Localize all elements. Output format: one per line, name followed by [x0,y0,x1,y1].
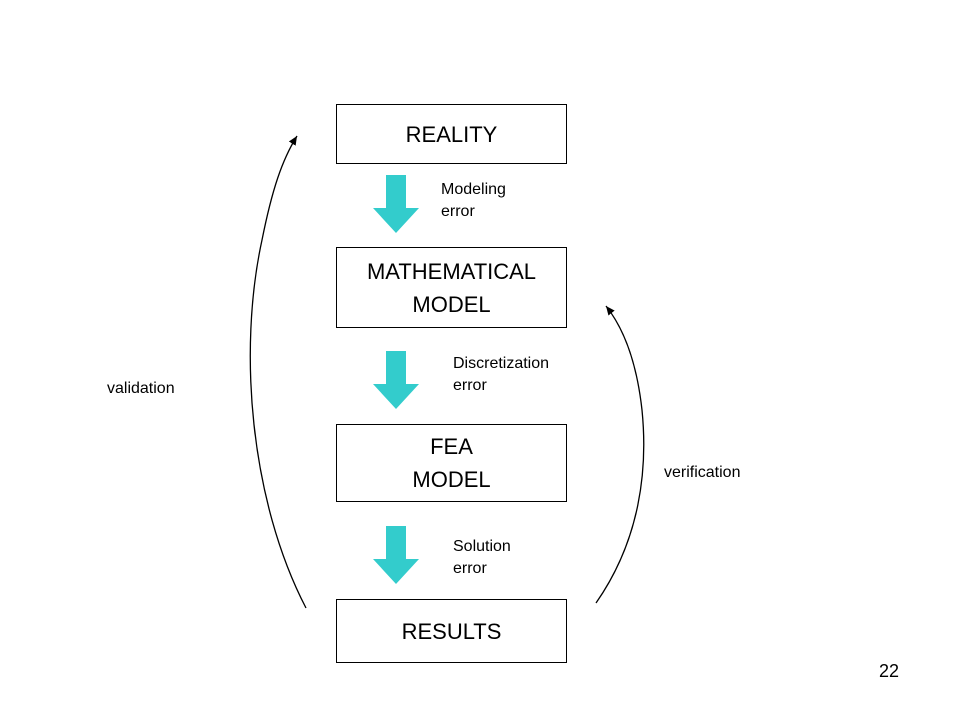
discretization-error-line-2: error [453,377,487,394]
fea-model-box: FEA MODEL [336,424,567,502]
down-arrow-icon [373,526,419,584]
results-box: RESULTS [336,599,567,663]
down-arrow-icon [373,175,419,233]
down-arrow-icon [373,351,419,409]
reality-box: REALITY [336,104,567,164]
mathematical-model-label-line-2: MODEL [412,291,491,317]
page-number: 22 [879,661,900,681]
validation-label: validation [107,380,175,397]
validation-curve [249,135,307,609]
solution-error-note: Solution error [453,536,511,580]
modeling-error-line-2: error [441,203,475,220]
fea-model-label-line-1: FEA [430,434,473,459]
verification-label: verification [664,464,741,481]
reality-label: REALITY [405,121,498,147]
modeling-error-note: Modeling error [441,179,506,223]
fea-model-label-line-2: MODEL [412,467,491,492]
modeling-error-line-1: Modeling [441,181,506,198]
results-label: RESULTS [401,618,502,644]
discretization-error-note: Discretization error [453,353,549,397]
mathematical-model-label-line-1: MATHEMATICAL [366,258,537,284]
verification-curve [595,305,645,604]
solution-error-line-1: Solution [453,538,511,555]
discretization-error-line-1: Discretization [453,355,550,372]
solution-error-line-2: error [453,560,487,577]
mathematical-model-box: MATHEMATICAL MODEL [336,247,567,328]
